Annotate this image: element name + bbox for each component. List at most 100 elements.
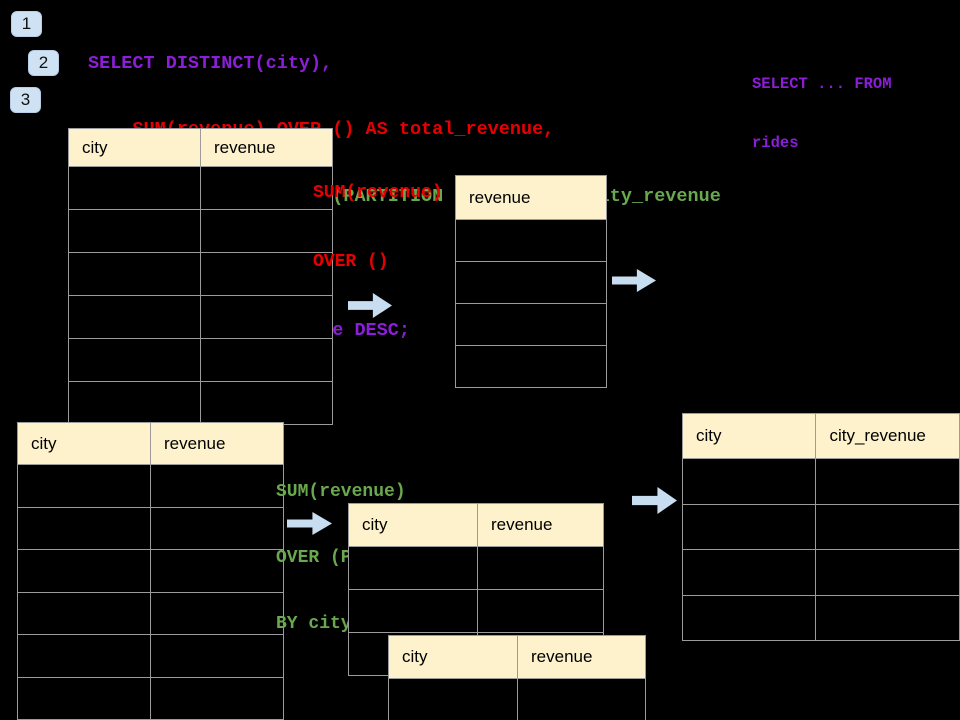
arrow-right-icon — [287, 512, 332, 535]
table-cell — [477, 546, 604, 590]
table-cell — [455, 303, 607, 346]
table-cell — [17, 634, 151, 678]
table-row — [681, 549, 960, 596]
column-header-city: city — [68, 128, 201, 167]
table-cell — [68, 209, 201, 253]
column-header-city: city — [388, 635, 518, 679]
step-badge-1: 1 — [11, 11, 42, 37]
table-row — [681, 594, 960, 641]
arrow-right-icon — [632, 487, 677, 514]
table-row — [68, 381, 333, 425]
table-header-row: revenue — [455, 175, 607, 220]
arrow-right-icon — [612, 269, 656, 292]
step-badge-3: 3 — [10, 87, 41, 113]
table-row — [68, 338, 333, 382]
table-row — [17, 464, 284, 508]
column-header-revenue: revenue — [477, 503, 604, 547]
table-header-row: city city_revenue — [681, 413, 960, 459]
table-row — [681, 458, 960, 505]
table-cell — [517, 678, 646, 720]
column-header-city: city — [348, 503, 478, 547]
table-cell — [17, 464, 151, 508]
table-header-row: city revenue — [388, 635, 646, 679]
table-row — [17, 506, 284, 550]
table-cell — [200, 209, 333, 253]
total-revenue-annotation-line1: SUM(revenue) — [313, 183, 443, 203]
column-header-revenue: revenue — [200, 128, 333, 167]
table-cell — [388, 678, 518, 720]
table-cell — [477, 589, 604, 633]
table-header-row: city revenue — [348, 503, 604, 547]
table-cell — [348, 589, 478, 633]
select-from-note-line2: rides — [752, 133, 799, 152]
total-revenue-annotation-line2: OVER () — [313, 252, 389, 272]
column-header-city: city — [681, 413, 817, 459]
table-cell — [815, 594, 960, 641]
table-cell — [681, 458, 817, 505]
table-cell — [150, 634, 284, 678]
table-cell — [150, 676, 284, 720]
table-cell — [681, 549, 817, 596]
table-row — [17, 549, 284, 593]
total-revenue-table: revenue — [455, 175, 607, 388]
table-row — [455, 303, 607, 346]
table-row — [455, 261, 607, 304]
table-cell — [68, 295, 201, 339]
step-badge-2: 2 — [28, 50, 59, 76]
table-row — [68, 252, 333, 296]
table-cell — [815, 549, 960, 596]
column-header-revenue: revenue — [517, 635, 646, 679]
table-cell — [200, 166, 333, 210]
partition-annotation-line1: SUM(revenue) — [276, 482, 406, 502]
table-cell — [68, 338, 201, 382]
table-row — [348, 589, 604, 633]
table-cell — [150, 464, 284, 508]
table-cell — [150, 549, 284, 593]
table-cell — [681, 594, 817, 641]
table-cell — [681, 503, 817, 550]
city-revenue-result-table: city city_revenue — [681, 413, 960, 641]
table-cell — [17, 676, 151, 720]
table-header-row: city revenue — [68, 128, 333, 167]
table-row — [17, 634, 284, 678]
table-cell — [455, 219, 607, 262]
table-cell — [815, 503, 960, 550]
total-revenue-annotation: SUM(revenue) OVER () — [313, 136, 443, 320]
table-cell — [455, 345, 607, 388]
code-line-select: SELECT DISTINCT(city), — [88, 52, 333, 74]
table-cell — [17, 506, 151, 550]
table-cell — [348, 546, 478, 590]
table-cell — [200, 338, 333, 382]
select-from-note-line1: SELECT ... FROM — [752, 75, 892, 93]
column-header-revenue: revenue — [150, 422, 284, 465]
table-cell — [68, 252, 201, 296]
column-header-revenue: revenue — [455, 175, 607, 220]
table-cell — [200, 252, 333, 296]
table-cell — [68, 381, 201, 425]
table-cell — [200, 381, 333, 425]
table-row — [17, 676, 284, 720]
source-table-top: city revenue — [68, 128, 333, 425]
table-cell — [150, 591, 284, 635]
partition-table-2: city revenue — [388, 635, 646, 720]
table-cell — [68, 166, 201, 210]
select-from-note: SELECT ... FROM rides — [752, 36, 892, 192]
table-row — [681, 503, 960, 550]
table-cell — [150, 506, 284, 550]
table-cell — [455, 261, 607, 304]
arrow-right-icon — [348, 293, 392, 318]
table-row — [68, 166, 333, 210]
table-row — [388, 678, 646, 720]
table-header-row: city revenue — [17, 422, 284, 465]
table-row — [455, 219, 607, 262]
table-row — [348, 546, 604, 590]
table-cell — [17, 591, 151, 635]
table-row — [68, 295, 333, 339]
table-row — [68, 209, 333, 253]
table-row — [17, 591, 284, 635]
column-header-city: city — [17, 422, 151, 465]
source-table-bottom: city revenue — [17, 422, 284, 720]
column-header-city-revenue: city_revenue — [815, 413, 960, 459]
table-cell — [17, 549, 151, 593]
